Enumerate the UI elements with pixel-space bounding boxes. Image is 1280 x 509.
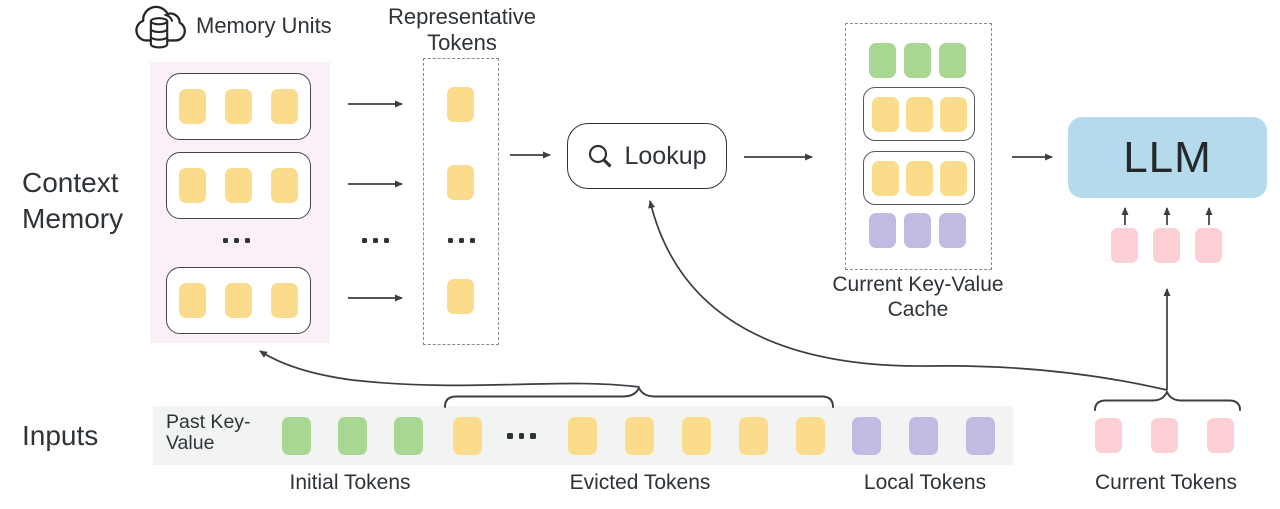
current-tokens-label: Current Tokens <box>1094 471 1238 494</box>
local-tokens-group <box>852 417 995 455</box>
token <box>905 96 933 132</box>
token <box>1153 228 1180 263</box>
current-kv-cache-box <box>845 23 992 270</box>
token <box>682 417 711 455</box>
token <box>939 213 966 248</box>
cache-local-tokens <box>869 213 966 248</box>
token <box>869 213 896 248</box>
memory-units-label: Memory Units <box>196 13 332 38</box>
context-memory-label: Context Memory <box>22 167 124 234</box>
arrow-evicted-to-memory <box>259 350 640 388</box>
cloud-database-icon <box>135 5 186 49</box>
ellipsis <box>223 238 250 243</box>
token <box>271 168 298 203</box>
token <box>796 417 825 455</box>
llm-label: LLM <box>1123 132 1212 182</box>
token <box>1207 418 1234 453</box>
token <box>447 279 474 314</box>
token <box>394 417 423 455</box>
token <box>904 43 931 78</box>
memory-unit-row <box>166 267 311 334</box>
token <box>1095 418 1122 453</box>
current-kv-cache-label: Current Key-Value Cache <box>832 273 1004 321</box>
token <box>225 89 252 124</box>
memory-unit-row <box>166 73 311 140</box>
token <box>1195 228 1222 263</box>
cache-memory-unit <box>863 87 975 141</box>
ellipsis <box>448 238 475 243</box>
token <box>1151 418 1178 453</box>
current-tokens-brace <box>1094 389 1241 411</box>
token <box>225 168 252 203</box>
token <box>282 417 311 455</box>
evicted-token-lead <box>453 417 482 455</box>
cache-initial-tokens <box>869 43 966 78</box>
inputs-label: Inputs <box>22 420 99 451</box>
token <box>447 87 474 122</box>
token <box>966 417 995 455</box>
current-tokens-group <box>1095 418 1234 453</box>
past-key-value-label: Past Key-Value <box>166 411 251 455</box>
search-icon <box>589 144 613 168</box>
llm-input-tokens <box>1111 228 1222 263</box>
ellipsis <box>507 433 536 439</box>
token <box>338 417 367 455</box>
lookup-button: Lookup <box>567 123 727 189</box>
token <box>179 168 206 203</box>
token <box>1111 228 1138 263</box>
representative-tokens-label: Representative Tokens <box>388 4 536 55</box>
local-tokens-label: Local Tokens <box>863 471 987 494</box>
token <box>179 89 206 124</box>
evicted-tokens-brace <box>444 385 834 408</box>
representative-token <box>447 279 474 319</box>
token <box>625 417 654 455</box>
token <box>904 213 931 248</box>
representative-token <box>447 165 474 205</box>
llm-box: LLM <box>1068 117 1267 198</box>
token <box>179 283 206 318</box>
token <box>939 160 967 196</box>
token <box>869 43 896 78</box>
token <box>852 417 881 455</box>
representative-tokens-box <box>423 58 499 345</box>
initial-tokens-label: Initial Tokens <box>289 471 411 494</box>
initial-tokens-group <box>282 417 423 455</box>
lookup-label: Lookup <box>624 141 707 170</box>
cache-memory-unit <box>863 151 975 205</box>
evicted-tokens-label: Evicted Tokens <box>569 471 711 494</box>
token <box>871 96 899 132</box>
token <box>939 43 966 78</box>
token <box>271 283 298 318</box>
token <box>739 417 768 455</box>
token <box>909 417 938 455</box>
token <box>905 160 933 196</box>
representative-token <box>447 87 474 127</box>
ellipsis <box>362 238 389 243</box>
context-memory-panel <box>150 62 330 343</box>
token <box>447 165 474 200</box>
token <box>871 160 899 196</box>
token <box>271 89 298 124</box>
token <box>225 283 252 318</box>
token <box>453 417 482 455</box>
evicted-tokens-group <box>568 417 825 455</box>
token <box>568 417 597 455</box>
memory-unit-row <box>166 152 311 219</box>
token <box>939 96 967 132</box>
